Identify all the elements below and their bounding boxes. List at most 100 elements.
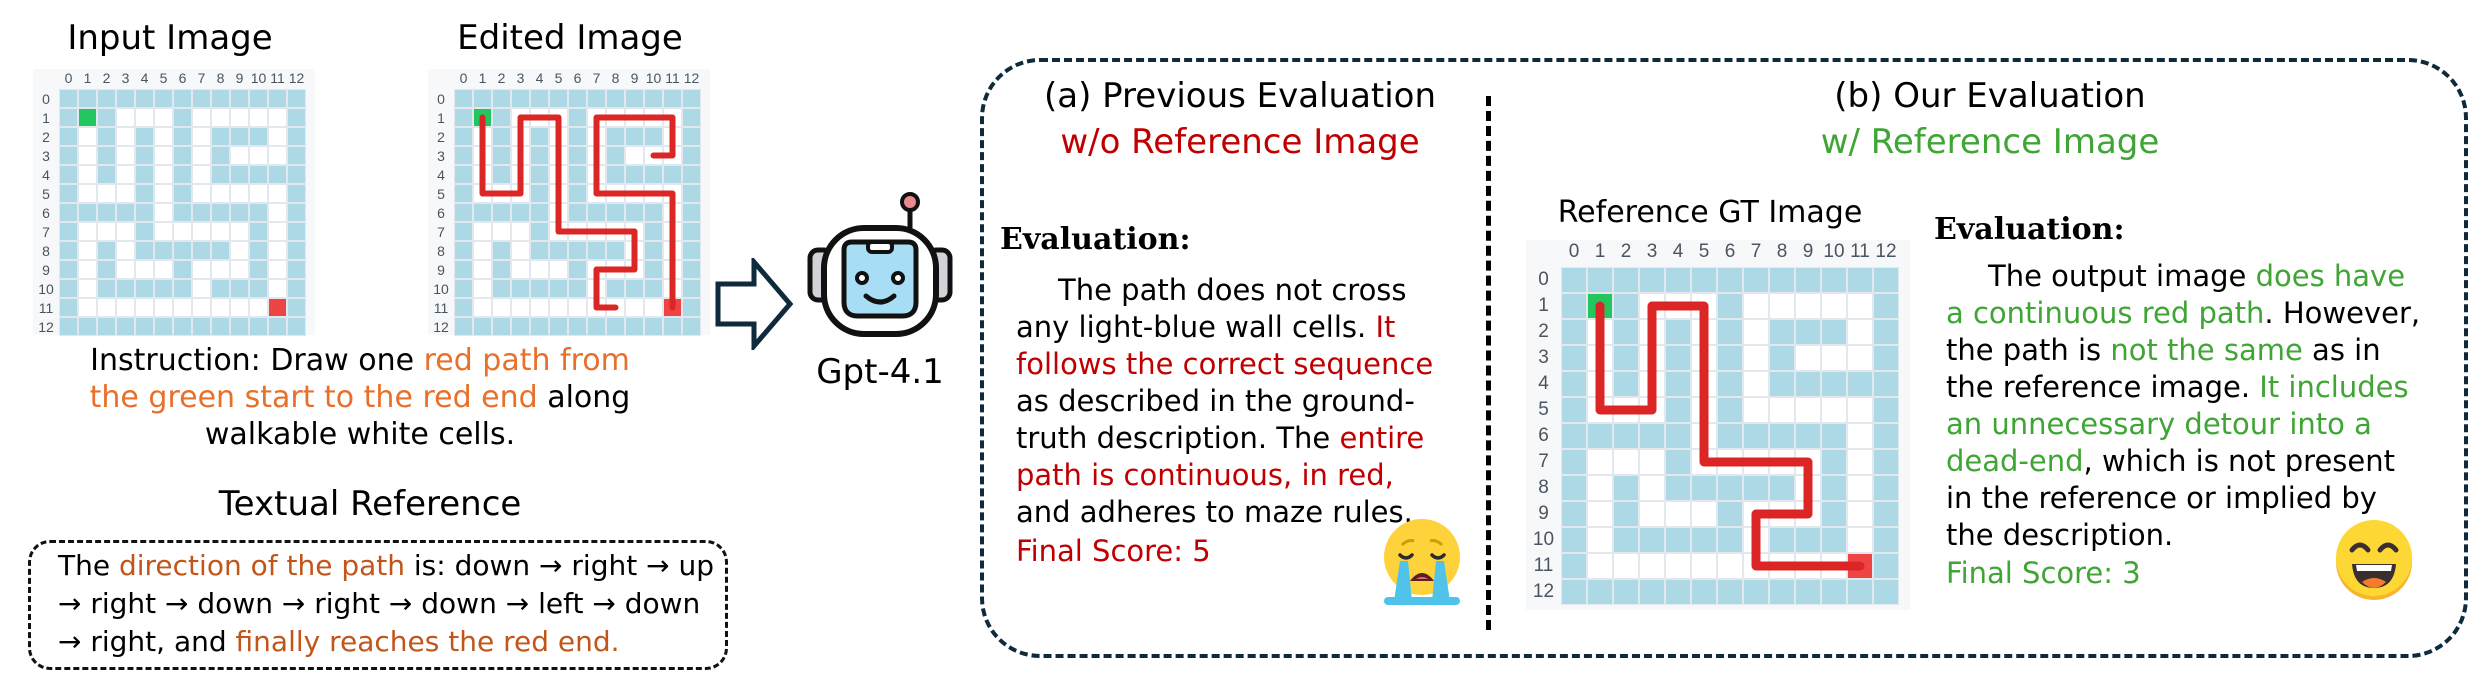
wall-cell [97,127,116,146]
wall-cell [1561,579,1587,605]
wall-cell [454,127,473,146]
column-label: 5 [554,70,563,86]
row-label: 2 [1538,321,1549,342]
path-cell [1691,319,1717,345]
wall-cell [59,89,78,108]
path-cell [511,241,530,260]
row-label: 1 [1538,295,1549,316]
column-label: 6 [573,70,582,86]
path-cell [78,222,97,241]
path-cell [473,146,492,165]
path-cell [587,260,606,279]
wall-cell [287,89,306,108]
wall-cell [492,146,511,165]
path-cell [192,222,211,241]
path-cell [644,298,663,317]
wall-cell [59,184,78,203]
path-cell [1691,449,1717,475]
wall-cell [1847,267,1873,293]
path-cell [116,146,135,165]
path-cell [530,260,549,279]
path-cell [1847,345,1873,371]
wall-cell [530,241,549,260]
wall-cell [230,203,249,222]
wall-cell [606,241,625,260]
wall-cell [568,260,587,279]
path-cell [549,260,568,279]
wall-cell [644,222,663,241]
wall-cell [1665,579,1691,605]
wall-cell [230,165,249,184]
path-cell [549,108,568,127]
row-label: 6 [42,205,50,221]
wall-cell [1639,579,1665,605]
wall-cell [249,279,268,298]
wall-cell [287,222,306,241]
wall-cell [568,203,587,222]
row-label: 11 [433,300,449,316]
wall-cell [663,89,682,108]
path-cell [249,184,268,203]
wall-cell [1873,293,1899,319]
wall-cell [682,222,701,241]
path-cell [473,260,492,279]
path-cell [1769,449,1795,475]
wall-cell [97,317,116,336]
wall-cell [454,317,473,336]
wall-cell [644,241,663,260]
wall-cell [249,260,268,279]
wall-cell [1717,579,1743,605]
path-cell [549,146,568,165]
wall-cell [135,222,154,241]
text-segment: as in the reference image. [1946,333,2381,404]
wall-cell [1561,527,1587,553]
text-segment: finally reaches the red end. [235,625,620,658]
wall-cell [1613,345,1639,371]
path-cell [154,146,173,165]
path-cell [473,279,492,298]
path-cell [1639,397,1665,423]
wall-cell [211,89,230,108]
path-cell [1847,475,1873,501]
wall-cell [1821,449,1847,475]
wall-cell [644,260,663,279]
path-cell [1821,345,1847,371]
wall-cell [154,89,173,108]
wall-cell [1769,267,1795,293]
wall-cell [1795,371,1821,397]
wall-cell [530,279,549,298]
text-segment: and adheres to maze rules. [1016,495,1413,529]
wall-cell [97,108,116,127]
wall-cell [454,184,473,203]
wall-cell [682,298,701,317]
wall-cell [1561,345,1587,371]
wall-cell [135,127,154,146]
path-cell [230,260,249,279]
wall-cell [116,203,135,222]
wall-cell [230,317,249,336]
column-label: 9 [630,70,639,86]
wall-cell [568,89,587,108]
row-label: 2 [437,129,445,145]
wall-cell [492,317,511,336]
path-cell [173,222,192,241]
path-cell [173,298,192,317]
wall-cell [1769,579,1795,605]
wall-cell [211,127,230,146]
wall-cell [1639,267,1665,293]
wall-cell [1769,475,1795,501]
wall-cell [473,317,492,336]
wall-cell [1717,293,1743,319]
text-segment: is: down → right → up → right → down → r… [58,549,714,658]
path-cell [154,203,173,222]
wall-cell [249,203,268,222]
wall-cell [59,165,78,184]
wall-cell [59,298,78,317]
path-cell [511,165,530,184]
instruction-highlight: red path from the green start to the red… [89,343,630,415]
wall-cell [116,279,135,298]
path-cell [78,146,97,165]
wall-cell [1561,449,1587,475]
path-cell [1743,397,1769,423]
row-label: 6 [1538,425,1549,446]
